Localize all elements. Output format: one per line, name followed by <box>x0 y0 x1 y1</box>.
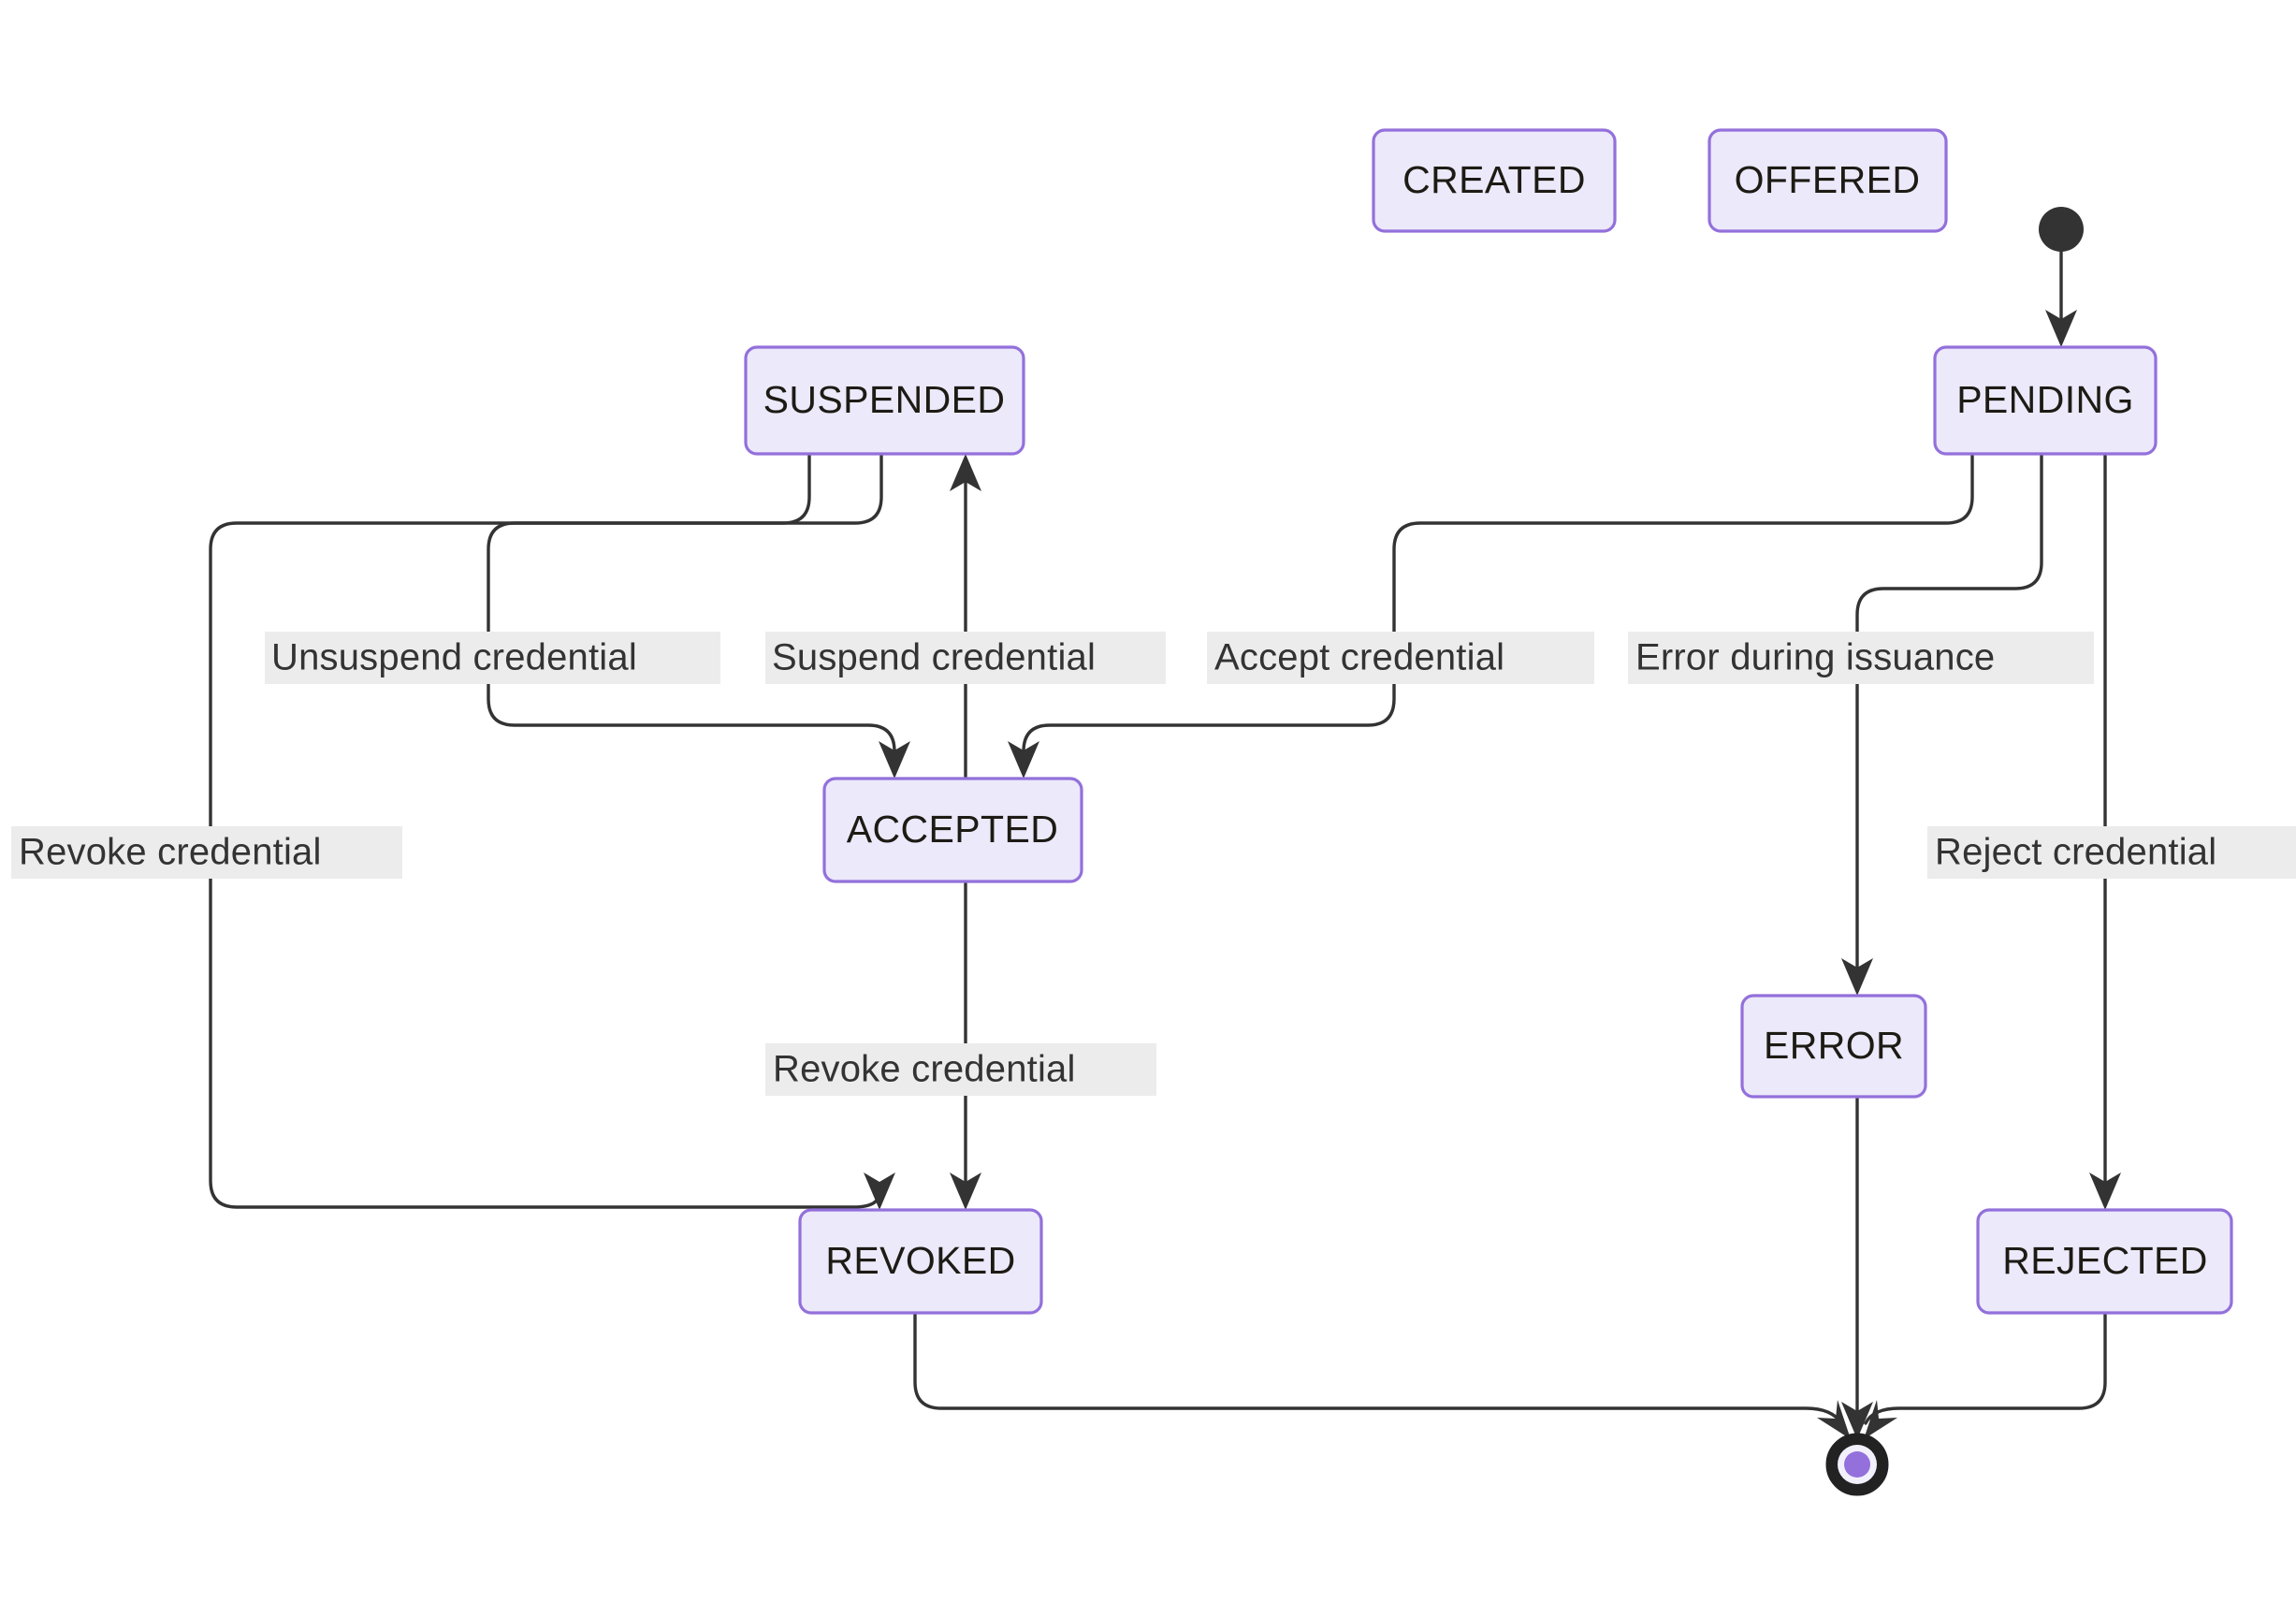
edge-label-revoke-credential-accepted: Revoke credential <box>765 1043 1156 1096</box>
arrowhead <box>1008 741 1039 779</box>
edge-accepted-to-suspended <box>950 454 981 780</box>
edges-layer <box>209 250 2121 1439</box>
state-node-rejected[interactable]: REJECTED <box>1976 1208 2233 1315</box>
arrowhead <box>2045 310 2077 347</box>
state-node-box[interactable] <box>1740 994 1927 1099</box>
edge-label-text: Unsuspend credential <box>271 637 637 678</box>
end-state-marker <box>1825 1433 1889 1496</box>
arrowhead <box>1817 1400 1851 1439</box>
arrowhead <box>879 741 910 779</box>
state-node-box[interactable] <box>1933 345 2158 456</box>
edge-path <box>1864 1311 2107 1425</box>
edge-path <box>1022 452 1974 763</box>
edge-suspended-to-revoked <box>209 452 895 1210</box>
state-node-box[interactable] <box>1707 128 1948 233</box>
edge-start-to-pending <box>2045 250 2077 347</box>
edge-label-reject-credential: Reject credential <box>1927 826 2296 879</box>
state-node-revoked[interactable]: REVOKED <box>798 1208 1043 1315</box>
edge-pending-to-error <box>1841 452 2043 996</box>
edge-label-text: Suspend credential <box>772 637 1096 678</box>
edge-label-background <box>765 632 1166 684</box>
edge-path <box>1855 452 2043 980</box>
arrowhead <box>2089 1172 2121 1210</box>
state-node-label: PENDING <box>1956 378 2134 421</box>
state-node-box[interactable] <box>744 345 1025 456</box>
state-node-box[interactable] <box>1976 1208 2233 1315</box>
edge-pending-to-accepted <box>1008 452 1974 779</box>
edge-label-revoke-credential-suspended: Revoke credential <box>11 826 402 879</box>
state-node-pending[interactable]: PENDING <box>1933 345 2158 456</box>
start-state-marker <box>2039 207 2084 252</box>
edge-label-background <box>765 1043 1156 1096</box>
edge-label-text: Reject credential <box>1935 832 2216 873</box>
state-node-created[interactable]: CREATED <box>1372 128 1617 233</box>
edge-labels-layer: Unsuspend credential Suspend credential … <box>11 632 2296 1096</box>
state-node-box[interactable] <box>822 777 1083 883</box>
edge-label-background <box>1628 632 2094 684</box>
arrowhead <box>864 1172 895 1210</box>
edge-label-text: Error during issuance <box>1635 637 1995 678</box>
arrowhead <box>1841 958 1873 996</box>
state-nodes-layer: CREATED OFFERED PENDING SUSPENDED ACCEPT… <box>744 128 2233 1315</box>
edge-label-background <box>1927 826 2296 879</box>
state-node-label: ERROR <box>1764 1024 1904 1067</box>
edge-label-background <box>265 632 720 684</box>
state-node-box[interactable] <box>798 1208 1043 1315</box>
edge-path <box>487 452 896 763</box>
state-node-label: OFFERED <box>1735 158 1921 201</box>
edge-revoked-to-end <box>913 1311 1851 1439</box>
state-node-label: REVOKED <box>825 1239 1015 1282</box>
edge-suspended-to-accepted <box>487 452 910 779</box>
state-node-label: SUSPENDED <box>763 378 1006 421</box>
state-node-box[interactable] <box>1372 128 1617 233</box>
edge-error-to-end <box>1841 1095 1873 1439</box>
state-node-suspended[interactable]: SUSPENDED <box>744 345 1025 456</box>
edge-path <box>209 452 881 1209</box>
arrowhead <box>950 454 981 491</box>
edge-pending-to-rejected <box>2089 452 2121 1210</box>
edge-path <box>913 1311 1843 1425</box>
edge-label-suspend-credential: Suspend credential <box>765 632 1166 684</box>
state-node-error[interactable]: ERROR <box>1740 994 1927 1099</box>
end-state-inner-dot <box>1844 1451 1870 1478</box>
edge-label-background <box>1207 632 1594 684</box>
end-state-outer-ring <box>1825 1433 1889 1496</box>
state-node-label: CREATED <box>1402 158 1586 201</box>
arrowhead <box>950 1172 981 1210</box>
edge-label-text: Revoke credential <box>19 832 322 873</box>
edge-label-unsuspend-credential: Unsuspend credential <box>265 632 720 684</box>
edge-label-background <box>11 826 402 879</box>
markers-layer <box>1825 207 2084 1496</box>
state-node-accepted[interactable]: ACCEPTED <box>822 777 1083 883</box>
edge-label-text: Accept credential <box>1214 637 1504 678</box>
edge-label-accept-credential: Accept credential <box>1207 632 1594 684</box>
edge-accepted-to-revoked <box>950 880 981 1210</box>
state-node-label: REJECTED <box>2002 1239 2208 1282</box>
edge-rejected-to-end <box>1864 1311 2107 1439</box>
state-node-offered[interactable]: OFFERED <box>1707 128 1948 233</box>
edge-label-text: Revoke credential <box>773 1049 1076 1090</box>
arrowhead <box>1864 1400 1897 1439</box>
arrowhead <box>1841 1402 1873 1439</box>
state-node-label: ACCEPTED <box>847 808 1058 851</box>
edge-label-error-during-issuance: Error during issuance <box>1628 632 2094 684</box>
